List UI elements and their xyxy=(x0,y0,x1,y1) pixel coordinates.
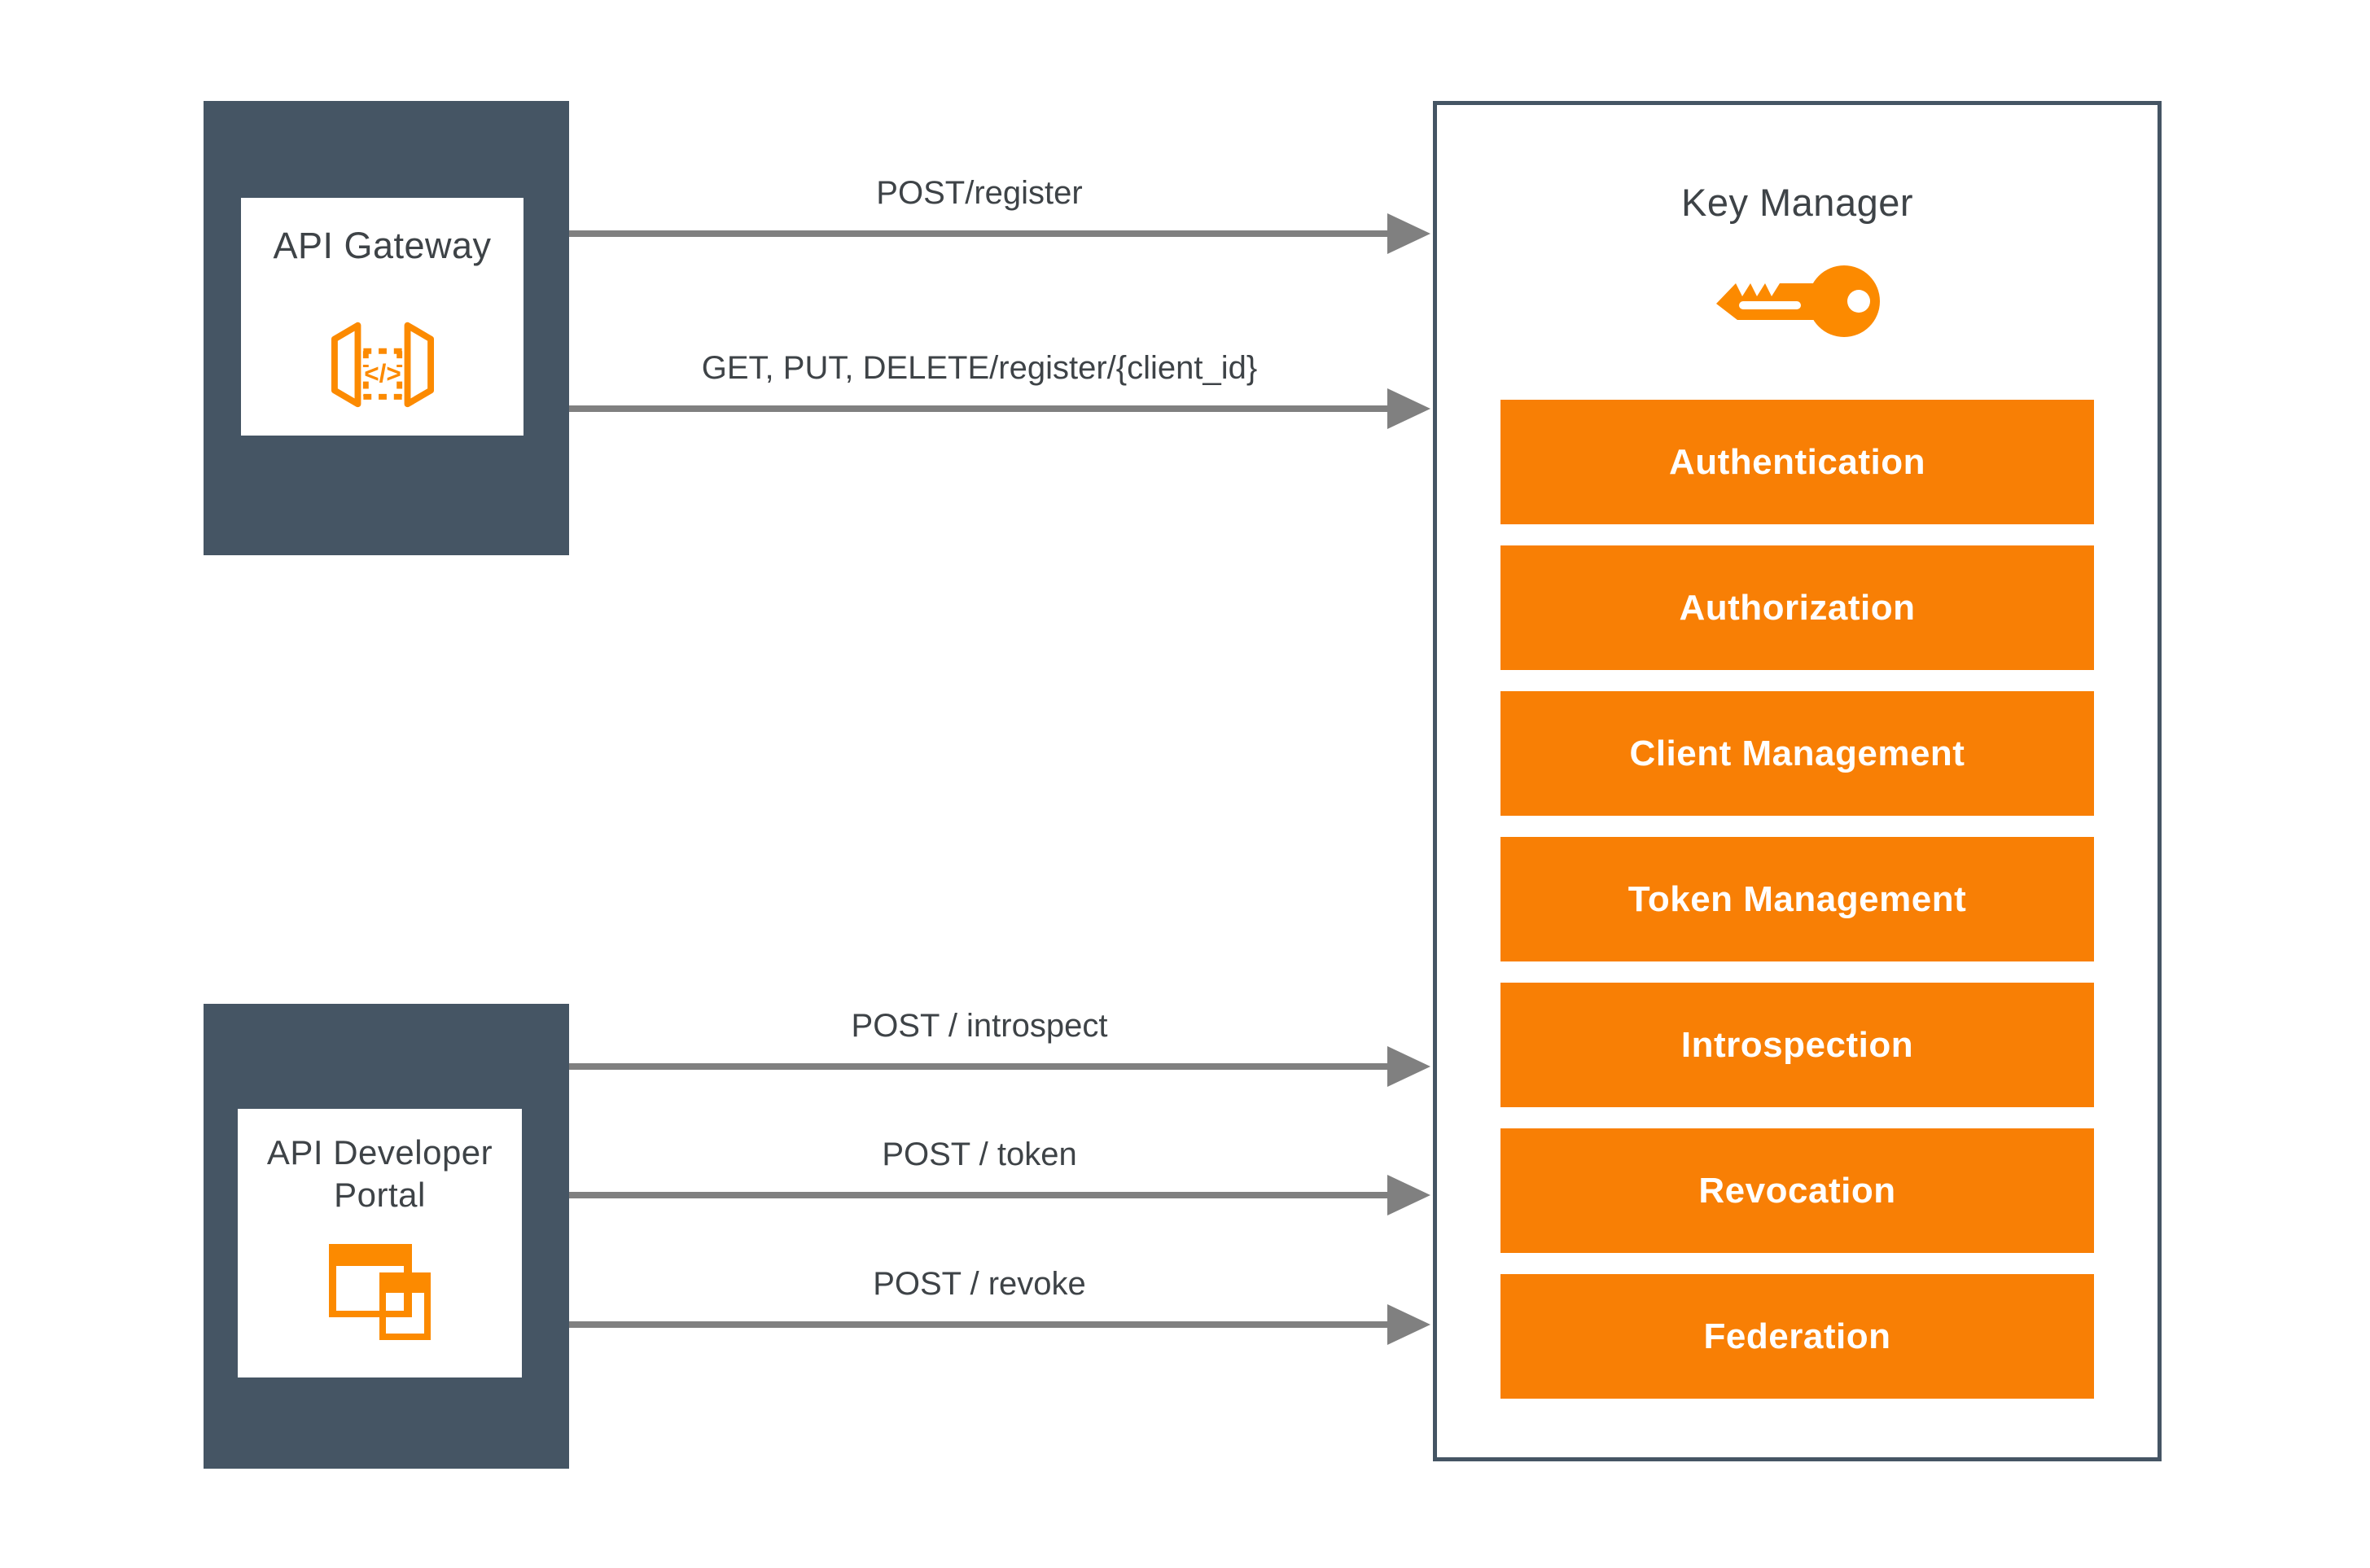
key-manager-panel: Key Manager Authentication Authorization… xyxy=(1433,101,2162,1461)
arrow-label-get-put-delete-register: GET, PUT, DELETE/register/{client_id} xyxy=(701,350,1258,386)
arrow-line-post-revoke xyxy=(569,1321,1390,1328)
arrow-line-post-introspect xyxy=(569,1063,1390,1070)
key-icon xyxy=(1715,265,1880,337)
arrow-label-post-introspect: POST / introspect xyxy=(851,1008,1108,1044)
key-manager-component-introspection: Introspection xyxy=(1500,983,2094,1107)
front-window-titlebar xyxy=(379,1272,431,1293)
front-window-right-border xyxy=(423,1293,431,1340)
arrow-head-get-put-delete-register xyxy=(1387,388,1430,429)
api-gateway-card: API Gateway </> xyxy=(241,198,524,436)
front-window-bottom-border xyxy=(379,1334,431,1340)
arrow-head-post-token xyxy=(1387,1175,1430,1215)
api-gateway-title: API Gateway xyxy=(273,225,492,266)
key-manager-component-revocation: Revocation xyxy=(1500,1128,2094,1253)
overlapping-windows-icon xyxy=(328,1244,431,1340)
api-developer-portal-title-line2: Portal xyxy=(334,1176,426,1214)
key-manager-component-token-management: Token Management xyxy=(1500,837,2094,961)
api-gateway-icon: </> xyxy=(331,322,434,408)
key-manager-component-authorization: Authorization xyxy=(1500,545,2094,670)
key-hole xyxy=(1846,290,1870,313)
gateway-left-panel xyxy=(331,322,361,408)
arrow-line-get-put-delete-register xyxy=(569,405,1390,412)
api-developer-portal-title: API Developer Portal xyxy=(267,1132,493,1216)
front-window-left-border xyxy=(379,1293,386,1340)
arrow-line-post-register xyxy=(569,230,1390,237)
arrow-head-post-introspect xyxy=(1387,1046,1430,1087)
code-glyph: </> xyxy=(364,359,401,388)
arrow-label-post-register: POST/register xyxy=(876,175,1083,211)
key-manager-component-authentication: Authentication xyxy=(1500,400,2094,524)
api-developer-portal-card: API Developer Portal xyxy=(238,1109,522,1377)
arrow-head-post-register xyxy=(1387,213,1430,254)
key-slot xyxy=(1738,301,1801,309)
key-manager-title: Key Manager xyxy=(1680,181,1914,224)
arrow-line-post-token xyxy=(569,1192,1390,1198)
gateway-right-panel xyxy=(404,322,434,408)
key-manager-component-federation: Federation xyxy=(1500,1274,2094,1399)
key-manager-components: Authentication Authorization Client Mana… xyxy=(1500,400,2094,1399)
arrow-label-post-token: POST / token xyxy=(882,1137,1077,1172)
arrow-label-post-revoke: POST / revoke xyxy=(873,1266,1086,1302)
api-developer-portal-title-line1: API Developer xyxy=(266,1133,493,1172)
api-developer-portal-box: API Developer Portal xyxy=(204,1004,569,1469)
arrow-head-post-revoke xyxy=(1387,1304,1430,1345)
key-head xyxy=(1807,265,1880,337)
api-gateway-box: API Gateway </> xyxy=(204,101,569,555)
key-manager-component-client-management: Client Management xyxy=(1500,691,2094,816)
